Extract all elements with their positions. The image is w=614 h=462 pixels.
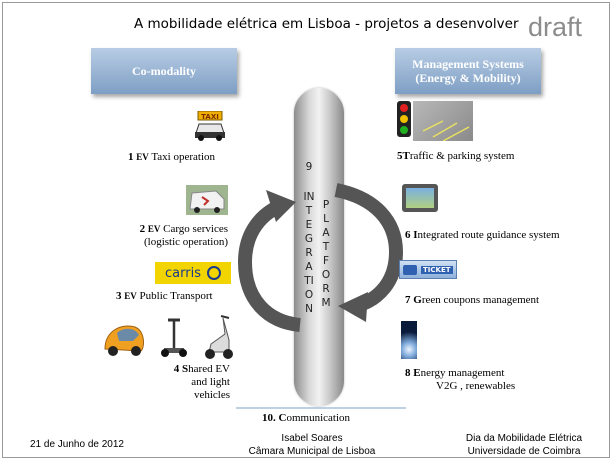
co-modality-label: Co-modality — [132, 64, 196, 78]
left-curved-arrow — [237, 197, 301, 332]
carris-logo: carris — [155, 262, 231, 284]
shared-ev-label: 4 Shared EV and light vehicles — [173, 363, 230, 401]
integration-platform-pill — [294, 88, 344, 406]
energy-management-label: 8 Energy management V2G , renewables — [405, 367, 516, 392]
electric-car-icon — [101, 319, 147, 359]
parking-lot-icon — [413, 101, 473, 142]
right-curved-arrow — [334, 183, 404, 313]
energy-bulb-icon — [401, 321, 417, 359]
green-coupons-label: 7 Green coupons management — [405, 294, 540, 306]
public-transport-label: 3 EV Public Transport — [116, 290, 213, 302]
gps-device-icon — [402, 184, 438, 212]
draft-watermark: draft — [528, 12, 583, 42]
cargo-van-icon — [186, 185, 228, 215]
energy-mobility-label: (Energy & Mobility) — [415, 71, 521, 85]
traffic-light-icon — [397, 101, 411, 137]
platform-number: 9 — [305, 161, 313, 173]
slide-title: A mobilidade elétrica em Lisboa - projet… — [134, 16, 519, 32]
taxi-icon: TAXI — [193, 110, 227, 141]
footer-author: Isabel Soares Câmara Municipal de Lisboa — [248, 433, 376, 457]
scooter-icon — [203, 314, 233, 360]
management-systems-header: Management Systems (Energy & Mobility) — [395, 48, 541, 94]
communication-label: 10. Communication — [262, 412, 350, 424]
ticket-icon: TICKET — [399, 260, 457, 279]
svg-text:TAXI: TAXI — [201, 113, 219, 121]
cargo-label: 2 EV Cargo services (logistic operation) — [139, 223, 228, 248]
management-systems-label: Management Systems — [412, 57, 524, 71]
right-arrow-head — [338, 292, 368, 322]
co-modality-header: Co-modality — [91, 48, 237, 94]
route-guidance-label: 6 Integrated route guidance system — [405, 229, 560, 241]
platform-vertical-text: PLATFORM — [321, 199, 331, 309]
taxi-label: 1 EV Taxi operation — [128, 151, 216, 163]
footer-event: Dia da Mobilidade Elétrica Universidade … — [465, 433, 583, 457]
traffic-parking-label: 5Traffic & parking system — [397, 150, 515, 162]
footer-date: 21 de Junho de 2012 — [30, 439, 124, 450]
integration-vertical-text: INTEGRATION — [303, 191, 315, 315]
segway-icon — [160, 316, 188, 358]
left-arrow-head — [266, 190, 296, 222]
